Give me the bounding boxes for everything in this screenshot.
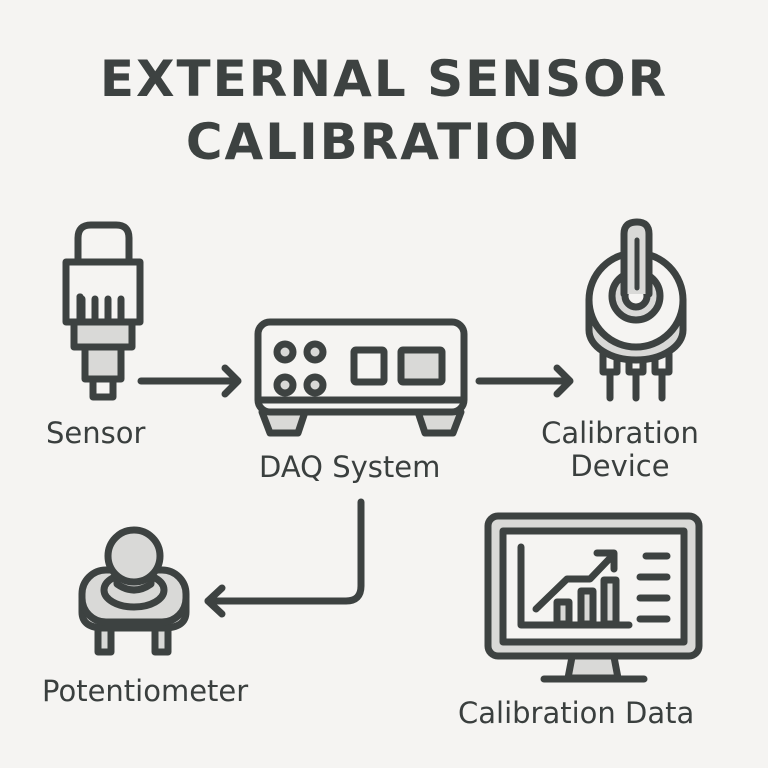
label-sensor: Sensor: [46, 416, 146, 450]
label-calibration-device: Calibration Device: [520, 416, 720, 484]
label-calibration-device-line-1: Calibration: [541, 416, 699, 450]
label-potentiometer: Potentiometer: [42, 674, 249, 708]
sensor-plug-icon: [62, 221, 144, 401]
arrow-sensor-to-daq: [137, 364, 242, 398]
title-line-2: CALIBRATION: [185, 113, 583, 171]
monitor-chart-icon: [484, 512, 703, 683]
daq-box-icon: [254, 318, 468, 437]
label-calibration-device-line-2: Device: [570, 449, 670, 484]
title-line-1: EXTERNAL SENSOR: [99, 50, 669, 108]
joystick-potentiometer-icon: [78, 526, 190, 656]
rotary-potentiometer-icon: [585, 218, 687, 402]
arrow-daq-to-potentiometer: [204, 498, 365, 618]
label-calibration-data: Calibration Data: [458, 696, 695, 730]
arrow-daq-to-calibration-device: [475, 364, 574, 398]
label-daq-system: DAQ System: [259, 450, 441, 484]
